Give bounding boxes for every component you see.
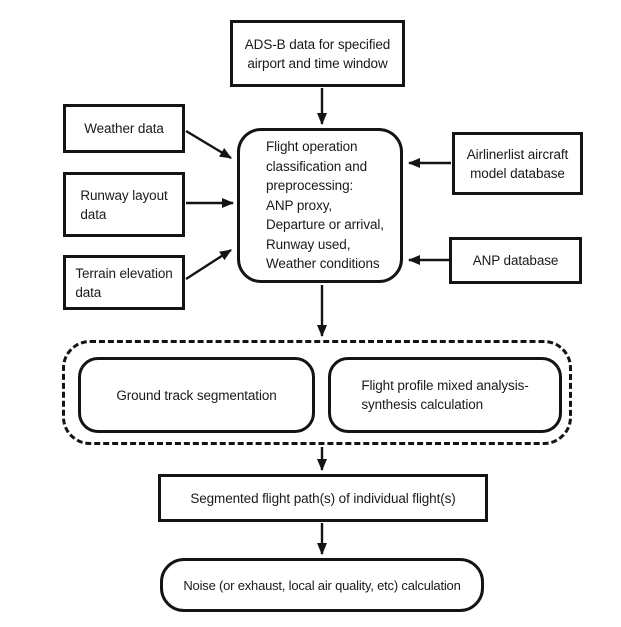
node-segmented-flight-paths-label: Segmented flight path(s) of individual f… xyxy=(190,490,456,506)
node-flight-operation-classification-label: Flight operation classification and prep… xyxy=(266,139,384,272)
node-anp-database-label: ANP database xyxy=(472,253,559,268)
node-adsb-label: ADS-B data for specified airport and tim… xyxy=(244,36,391,71)
node-segmented-flight-paths: Segmented flight path(s) of individual f… xyxy=(158,474,488,522)
node-terrain-elevation-label: Terrain elevation data xyxy=(75,265,173,300)
node-weather-label: Weather data xyxy=(84,121,164,136)
node-flight-profile-calculation: Flight profile mixed analysis- synthesis… xyxy=(328,357,562,433)
node-runway-layout-data: Runway layout data xyxy=(63,172,185,237)
node-anp-database: ANP database xyxy=(449,237,582,284)
arrow-weather-to-classification xyxy=(185,129,232,160)
node-weather-data: Weather data xyxy=(63,104,185,153)
node-flight-profile-calculation-label: Flight profile mixed analysis- synthesis… xyxy=(361,378,529,412)
node-terrain-elevation-data: Terrain elevation data xyxy=(63,255,185,310)
node-airlinerlist-database: Airlinerlist aircraft model database xyxy=(452,132,583,195)
arrow-terrain-to-classification xyxy=(185,248,232,281)
node-runway-layout-label: Runway layout data xyxy=(80,187,168,222)
node-ground-track-segmentation: Ground track segmentation xyxy=(78,357,315,433)
node-airlinerlist-database-label: Airlinerlist aircraft model database xyxy=(466,146,569,181)
node-noise-calculation: Noise (or exhaust, local air quality, et… xyxy=(160,558,484,612)
node-flight-operation-classification: Flight operation classification and prep… xyxy=(237,128,403,283)
group-segmentation-analysis xyxy=(62,340,572,445)
node-noise-calculation-label: Noise (or exhaust, local air quality, et… xyxy=(183,577,461,593)
node-ground-track-segmentation-label: Ground track segmentation xyxy=(116,387,277,403)
node-adsb-data: ADS-B data for specified airport and tim… xyxy=(230,20,405,87)
